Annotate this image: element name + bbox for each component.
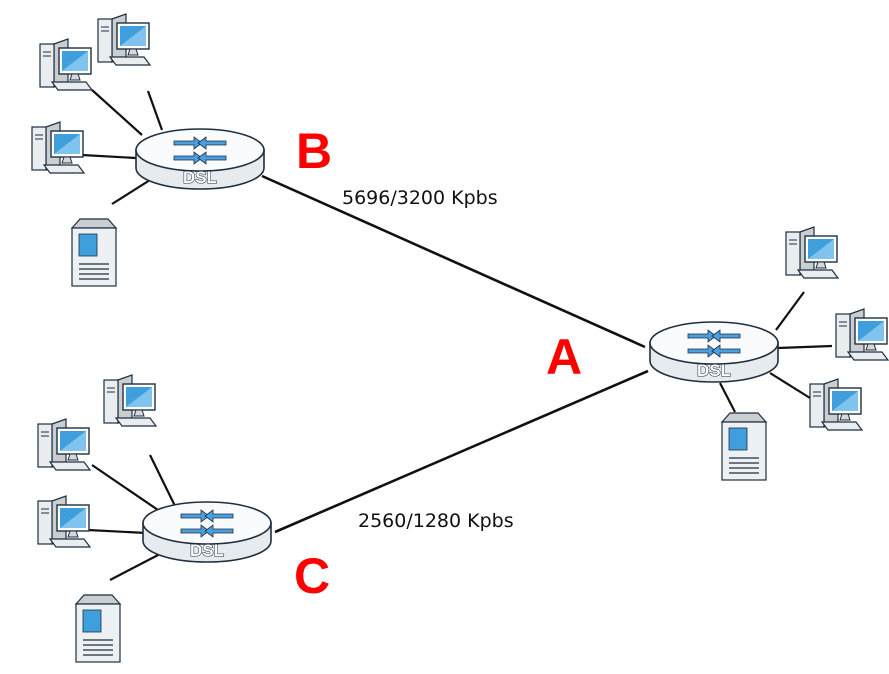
desktop-computer-icon [37, 495, 91, 548]
router-b-device-text: DSL [183, 168, 217, 187]
router-c: DSL [142, 501, 272, 563]
desktop-computer-icon [39, 38, 93, 91]
link-c-to-a [274, 369, 649, 534]
link-speed-b-to-a: 5696/3200 Kpbs [342, 187, 498, 209]
desktop-computer-icon [835, 308, 889, 361]
desktop-computer-icon [785, 226, 839, 279]
link-b-to-a [261, 174, 646, 349]
desktop-computer-icon [37, 418, 91, 471]
server-tower-icon [721, 412, 767, 481]
server-tower-icon [75, 594, 121, 663]
site-label-a: A [546, 329, 582, 385]
desktop-computer-icon [97, 13, 151, 66]
lan-links-b [81, 89, 164, 205]
desktop-computer-icon [31, 121, 85, 174]
router-a: DSL [649, 321, 779, 383]
desktop-computer-icon [809, 378, 863, 431]
site-a: DSL A [546, 226, 889, 481]
server-tower-icon [71, 218, 117, 287]
lan-links-c [87, 454, 177, 581]
site-b: DSL B [31, 13, 332, 287]
site-label-c: C [294, 548, 330, 604]
site-c: DSL C [37, 374, 330, 663]
desktop-computer-icon [103, 374, 157, 427]
router-c-device-text: DSL [190, 541, 224, 560]
site-label-b: B [296, 123, 332, 179]
router-a-device-text: DSL [697, 361, 731, 380]
router-b: DSL [135, 128, 265, 190]
lan-links-a [719, 291, 833, 413]
link-speed-c-to-a: 2560/1280 Kpbs [358, 510, 514, 532]
